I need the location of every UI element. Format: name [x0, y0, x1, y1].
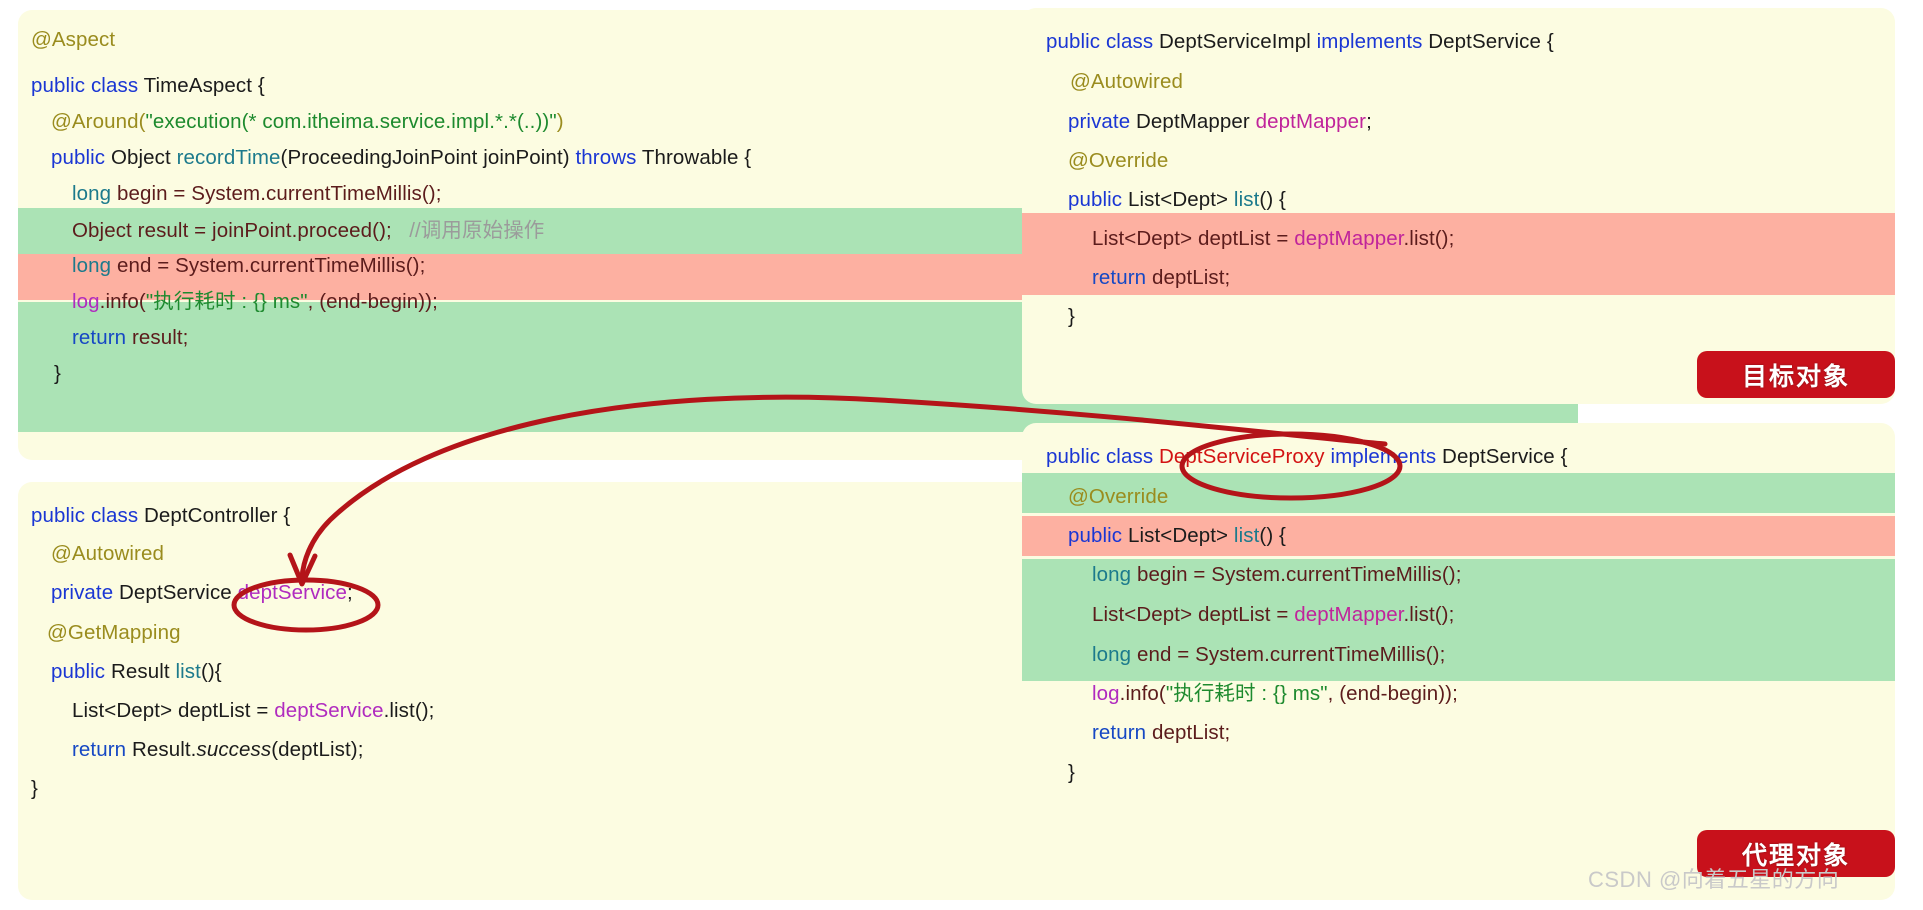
code-line: } — [54, 362, 61, 385]
code-token-type: DeptMapper — [1136, 110, 1250, 133]
code-line: public class DeptController { — [31, 504, 291, 527]
code-line: public List<Dept> list() { — [1068, 188, 1286, 211]
code-token-identifier: result; — [131, 326, 189, 349]
code-line: public class TimeAspect { — [31, 74, 265, 97]
code-token-type: TimeAspect { — [143, 74, 265, 97]
panel-dept-service-impl: public class DeptServiceImpl implements … — [1022, 8, 1895, 404]
code-token-type: DeptController { — [143, 504, 291, 527]
badge-proxy-object: 代理对象 — [1697, 830, 1895, 877]
code-line: @Around("execution(* com.itheima.service… — [51, 110, 564, 133]
code-token-field: deptService — [274, 699, 384, 722]
code-token-annotation: @Aspect — [31, 28, 116, 51]
code-line: @Override — [1068, 149, 1169, 172]
code-token-keyword: long — [72, 254, 112, 277]
code-token-string: "执行耗时 : {} ms" — [145, 290, 308, 313]
code-line: long end = System.currentTimeMillis(); — [72, 254, 426, 277]
code-token-field: deptMapper — [1255, 110, 1367, 133]
code-token-annotation: @Autowired — [1070, 70, 1183, 93]
code-line: @Autowired — [1070, 70, 1183, 93]
code-token-method: recordTime — [176, 146, 281, 169]
code-token-keyword: public class — [1046, 30, 1154, 53]
code-token-brace: } — [54, 362, 61, 385]
code-token-keyword: long — [72, 182, 112, 205]
code-token-field: deptService — [237, 581, 347, 604]
code-token-method: success — [196, 738, 272, 761]
code-token-identifier: end = System.currentTimeMillis(); — [116, 254, 426, 277]
code-line: Object result = joinPoint.proceed(); //调… — [72, 219, 545, 242]
code-token-identifier: deptList; — [1151, 266, 1231, 289]
highlight-band-pink — [1022, 516, 1895, 556]
code-token-identifier: Object result = joinPoint.proceed(); — [72, 219, 392, 242]
code-token-keyword: throws — [575, 146, 637, 169]
code-line: @Aspect — [31, 28, 116, 51]
code-token-identifier: , (end-begin)); — [307, 290, 438, 313]
code-line: public Result list(){ — [51, 660, 222, 683]
code-token-keyword: public class — [31, 74, 139, 97]
code-line: } — [31, 777, 38, 800]
code-token-identifier: .list(); — [1403, 227, 1455, 250]
code-token-keyword: return — [72, 738, 127, 761]
code-token-keyword: private — [51, 581, 114, 604]
code-token-brace: } — [1068, 305, 1075, 328]
code-token-identifier: .info( — [99, 290, 146, 313]
code-token-annotation: @GetMapping — [47, 621, 181, 644]
badge-target-object: 目标对象 — [1697, 351, 1895, 398]
code-line: long begin = System.currentTimeMillis(); — [72, 182, 442, 205]
code-token-type: DeptService { — [1428, 30, 1554, 53]
code-line: return Result.success(deptList); — [72, 738, 364, 761]
code-token-type: DeptService — [119, 581, 232, 604]
code-token-keyword: implements — [1316, 30, 1423, 53]
code-line: public class DeptServiceImpl implements … — [1046, 30, 1554, 53]
code-token-comment: //调用原始操作 — [409, 219, 545, 242]
code-line: @Autowired — [51, 542, 164, 565]
code-line: } — [1068, 305, 1075, 328]
code-token-semicolon: ; — [1366, 110, 1372, 133]
code-token-identifier: .list(); — [383, 699, 435, 722]
code-token-method: list — [175, 660, 201, 683]
code-token-identifier: List<Dept> deptList = — [1092, 227, 1295, 250]
code-token-method: list — [1233, 188, 1260, 211]
code-token-semicolon: ; — [346, 581, 353, 604]
code-token-annotation: @Override — [1068, 149, 1169, 172]
code-token-identifier: (deptList); — [271, 738, 364, 761]
code-token-string: "execution(* com.itheima.service.impl.*.… — [145, 110, 557, 133]
highlight-band-pink — [1022, 213, 1895, 295]
code-token-keyword: public — [51, 660, 106, 683]
code-line: List<Dept> deptList = deptMapper.list(); — [1092, 227, 1455, 250]
code-token-keyword: return — [1092, 266, 1147, 289]
code-token-annotation: @Around( — [51, 110, 146, 133]
code-token-identifier: Result. — [131, 738, 197, 761]
code-line: return result; — [72, 326, 189, 349]
code-line: log.info("执行耗时 : {} ms", (end-begin)); — [72, 290, 438, 313]
panel-dept-service-proxy: public class DeptServiceProxy implements… — [1022, 423, 1895, 900]
code-line: public Object recordTime(ProceedingJoinP… — [51, 146, 752, 169]
code-line: private DeptMapper deptMapper; — [1068, 110, 1372, 133]
code-token-keyword: public — [1068, 188, 1123, 211]
code-token-identifier: begin = System.currentTimeMillis(); — [116, 182, 442, 205]
code-token-brace: } — [31, 777, 38, 800]
code-token-field: deptMapper — [1294, 227, 1404, 250]
code-token-identifier: List<Dept> deptList = — [72, 699, 275, 722]
code-token-annotation: @Autowired — [51, 542, 164, 565]
highlight-band-green — [1022, 473, 1895, 513]
code-line: List<Dept> deptList = deptService.list()… — [72, 699, 435, 722]
code-token-keyword: return — [72, 326, 127, 349]
code-line: @GetMapping — [47, 621, 181, 644]
code-token-annotation: ) — [556, 110, 564, 133]
code-token-type: DeptServiceImpl — [1158, 30, 1311, 53]
watermark: CSDN @向着五星的方向 — [1588, 867, 1840, 892]
code-token-keyword: public — [51, 146, 106, 169]
code-line: return deptList; — [1092, 266, 1231, 289]
code-token-keyword: public class — [31, 504, 139, 527]
code-token-keyword: private — [1068, 110, 1131, 133]
code-line: private DeptService deptService; — [51, 581, 353, 604]
highlight-band-green — [1022, 559, 1895, 681]
code-token-field: log — [72, 290, 100, 313]
